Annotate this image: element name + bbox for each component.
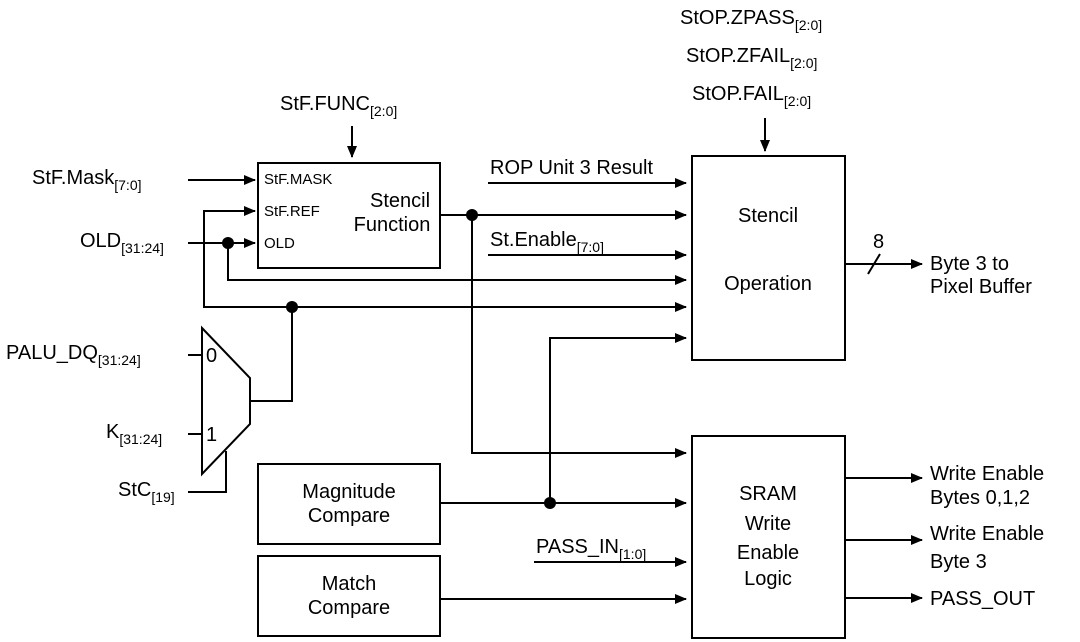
magnitude-to-stencil-op-wire xyxy=(549,333,687,503)
sram-title-4: Logic xyxy=(744,568,792,590)
junction-dot xyxy=(286,301,298,313)
bus-width-label: 8 xyxy=(873,231,884,253)
junction-dot xyxy=(222,237,234,249)
byte3-label-2: Pixel Buffer xyxy=(930,276,1032,298)
ref-loop-wire xyxy=(250,307,293,402)
stencil-operation-title-2: Operation xyxy=(724,273,812,295)
pass-in-label: PASS_IN[1:0] xyxy=(536,536,646,562)
sram-write-enable-logic-box xyxy=(691,435,846,639)
port-stf-ref: StF.REF xyxy=(264,203,320,220)
stencil-operation-box xyxy=(691,155,846,361)
port-old: OLD xyxy=(264,235,295,252)
stencil-function-title-2: Function xyxy=(354,214,431,236)
magnitude-compare-title-1: Magnitude xyxy=(302,481,395,503)
stf-mask-label: StF.Mask[7:0] xyxy=(32,167,142,193)
rop-result-label: ROP Unit 3 Result xyxy=(490,157,653,179)
magnitude-compare-title-2: Compare xyxy=(308,505,390,527)
stop-zpass-label: StOP.ZPASS[2:0] xyxy=(680,7,822,33)
magnitude-compare-box xyxy=(257,463,441,545)
sram-title-2: Write xyxy=(745,513,791,535)
stencil-function-box xyxy=(257,162,441,269)
we012-label-2: Bytes 0,1,2 xyxy=(930,487,1030,509)
bus-slash xyxy=(867,253,881,275)
mux-input-1: 1 xyxy=(206,424,217,446)
old-branch-wire xyxy=(227,243,687,285)
st-enable-label: St.Enable[7:0] xyxy=(490,229,604,255)
sram-title-3: Enable xyxy=(737,542,799,564)
stop-fail-label: StOP.FAIL[2:0] xyxy=(692,83,811,109)
stencil-function-title-1: Stencil xyxy=(370,190,430,212)
k-label: K[31:24] xyxy=(106,421,162,447)
port-stf-mask: StF.MASK xyxy=(264,171,332,188)
stencil-func-to-sram-wire xyxy=(471,215,687,458)
sram-title-1: SRAM xyxy=(739,483,797,505)
we3-label-1: Write Enable xyxy=(930,523,1044,545)
match-compare-box xyxy=(257,555,441,637)
pass-out-label: PASS_OUT xyxy=(930,588,1035,610)
we3-label-2: Byte 3 xyxy=(930,551,987,573)
byte3-label-1: Byte 3 to xyxy=(930,253,1009,275)
match-compare-title-2: Compare xyxy=(308,597,390,619)
stc-select-wire xyxy=(188,451,227,493)
stc-label: StC[19] xyxy=(118,479,175,505)
multiplexer xyxy=(201,325,251,477)
old-label: OLD[31:24] xyxy=(80,230,164,256)
junction-dot xyxy=(466,209,478,221)
we012-label-1: Write Enable xyxy=(930,463,1044,485)
stop-zfail-label: StOP.ZFAIL[2:0] xyxy=(686,45,817,71)
palu-dq-label: PALU_DQ[31:24] xyxy=(6,342,141,368)
stf-func-label: StF.FUNC[2:0] xyxy=(280,93,397,119)
stencil-operation-title-1: Stencil xyxy=(738,205,798,227)
junction-dot xyxy=(544,497,556,509)
mux-input-0: 0 xyxy=(206,345,217,367)
match-compare-title-1: Match xyxy=(322,573,376,595)
